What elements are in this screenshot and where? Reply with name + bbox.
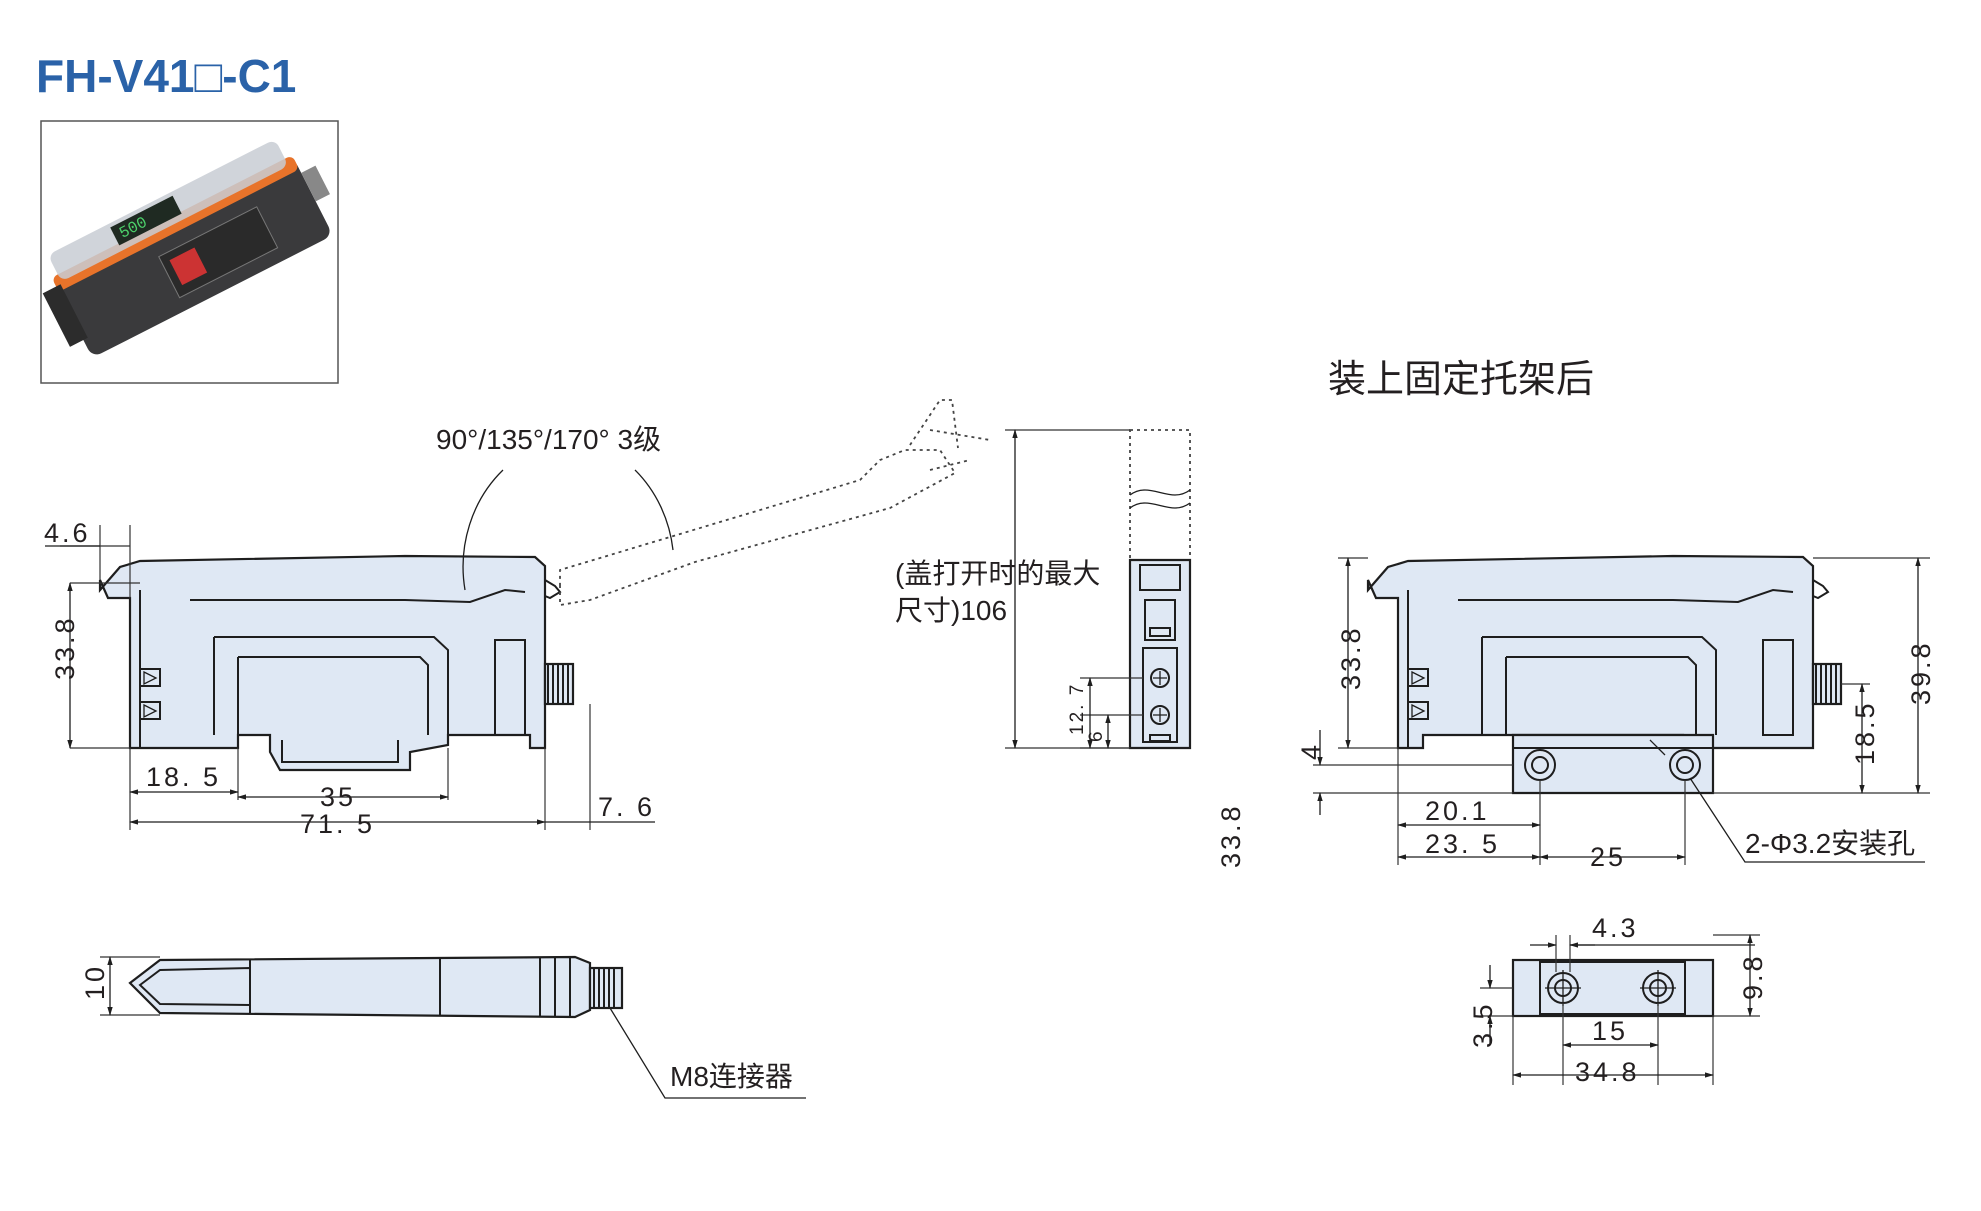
dim-front-total-length: 71. 5: [300, 809, 375, 839]
bracket-top-dimensions: 4.3 9.8 3.5 15 34.8: [1468, 913, 1768, 1087]
dim-bracket-left: 23. 5: [1425, 829, 1500, 859]
dim-loose: 33.8: [1216, 803, 1246, 868]
product-photo: 500: [40, 120, 339, 384]
dim-bracket-thickness: 4: [1296, 742, 1326, 760]
cover-open-label-line1: (盖打开时的最大: [895, 558, 1100, 589]
side-view: [1128, 429, 1192, 750]
dim-bracket-total-height: 39.8: [1906, 640, 1936, 705]
dim-bracket-top-a: 4.3: [1592, 913, 1639, 943]
dim-side-d2: 6: [1086, 731, 1107, 742]
dim-front-left-to-rail: 18. 5: [146, 762, 221, 792]
dim-top-width: 10: [80, 964, 110, 1000]
dim-bracket-pitch: 25: [1590, 842, 1626, 872]
connector-label: M8连接器: [670, 1061, 793, 1092]
mount-holes-label: 2-Φ3.2安装孔: [1745, 828, 1915, 859]
cover-open-label-line2: 尺寸)106: [895, 595, 1007, 626]
dim-bracket-top-height: 9.8: [1738, 953, 1768, 1000]
bracket-front-view: [1366, 554, 1843, 795]
bracket-top-view: [1511, 958, 1715, 1018]
front-view: [98, 554, 575, 772]
model-title: FH-V41□-C1: [36, 50, 296, 102]
dim-bracket-connector-height: 18.5: [1850, 700, 1880, 765]
rotation-arc: 90°/135°/170° 3级: [436, 424, 674, 591]
dim-bracket-top-b: 3.5: [1468, 1001, 1498, 1048]
with-bracket-title: 装上固定托架后: [1328, 359, 1594, 401]
dim-bracket-top-pitch: 15: [1592, 1016, 1628, 1046]
dim-front-height: 33.8: [50, 615, 80, 680]
dim-bracket-height: 33.8: [1336, 625, 1366, 690]
rotation-label: 90°/135°/170° 3级: [436, 424, 661, 455]
bracket-dimensions: 33.8 4 39.8 18.5 20.1 23. 5 25 2-Φ3.2安装孔: [1296, 557, 1936, 872]
front-dimensions: 33.8 4.6 18. 5 35 71. 5 7. 6: [44, 518, 655, 839]
dim-front-rail-width: 35: [320, 782, 356, 812]
top-dimensions: 10 M8连接器: [80, 956, 806, 1099]
open-cover-outline: [559, 399, 991, 607]
dim-side-d1: 12. 7: [1067, 683, 1088, 735]
dim-bracket-hole1: 20.1: [1425, 796, 1490, 826]
dim-front-connector: 7. 6: [598, 792, 655, 822]
side-dimensions: (盖打开时的最大 尺寸)106 12. 7 6: [895, 429, 1143, 749]
dim-bracket-top-length: 34.8: [1575, 1057, 1640, 1087]
top-view: [128, 955, 624, 1019]
dim-front-top-offset: 4.6: [44, 518, 91, 548]
